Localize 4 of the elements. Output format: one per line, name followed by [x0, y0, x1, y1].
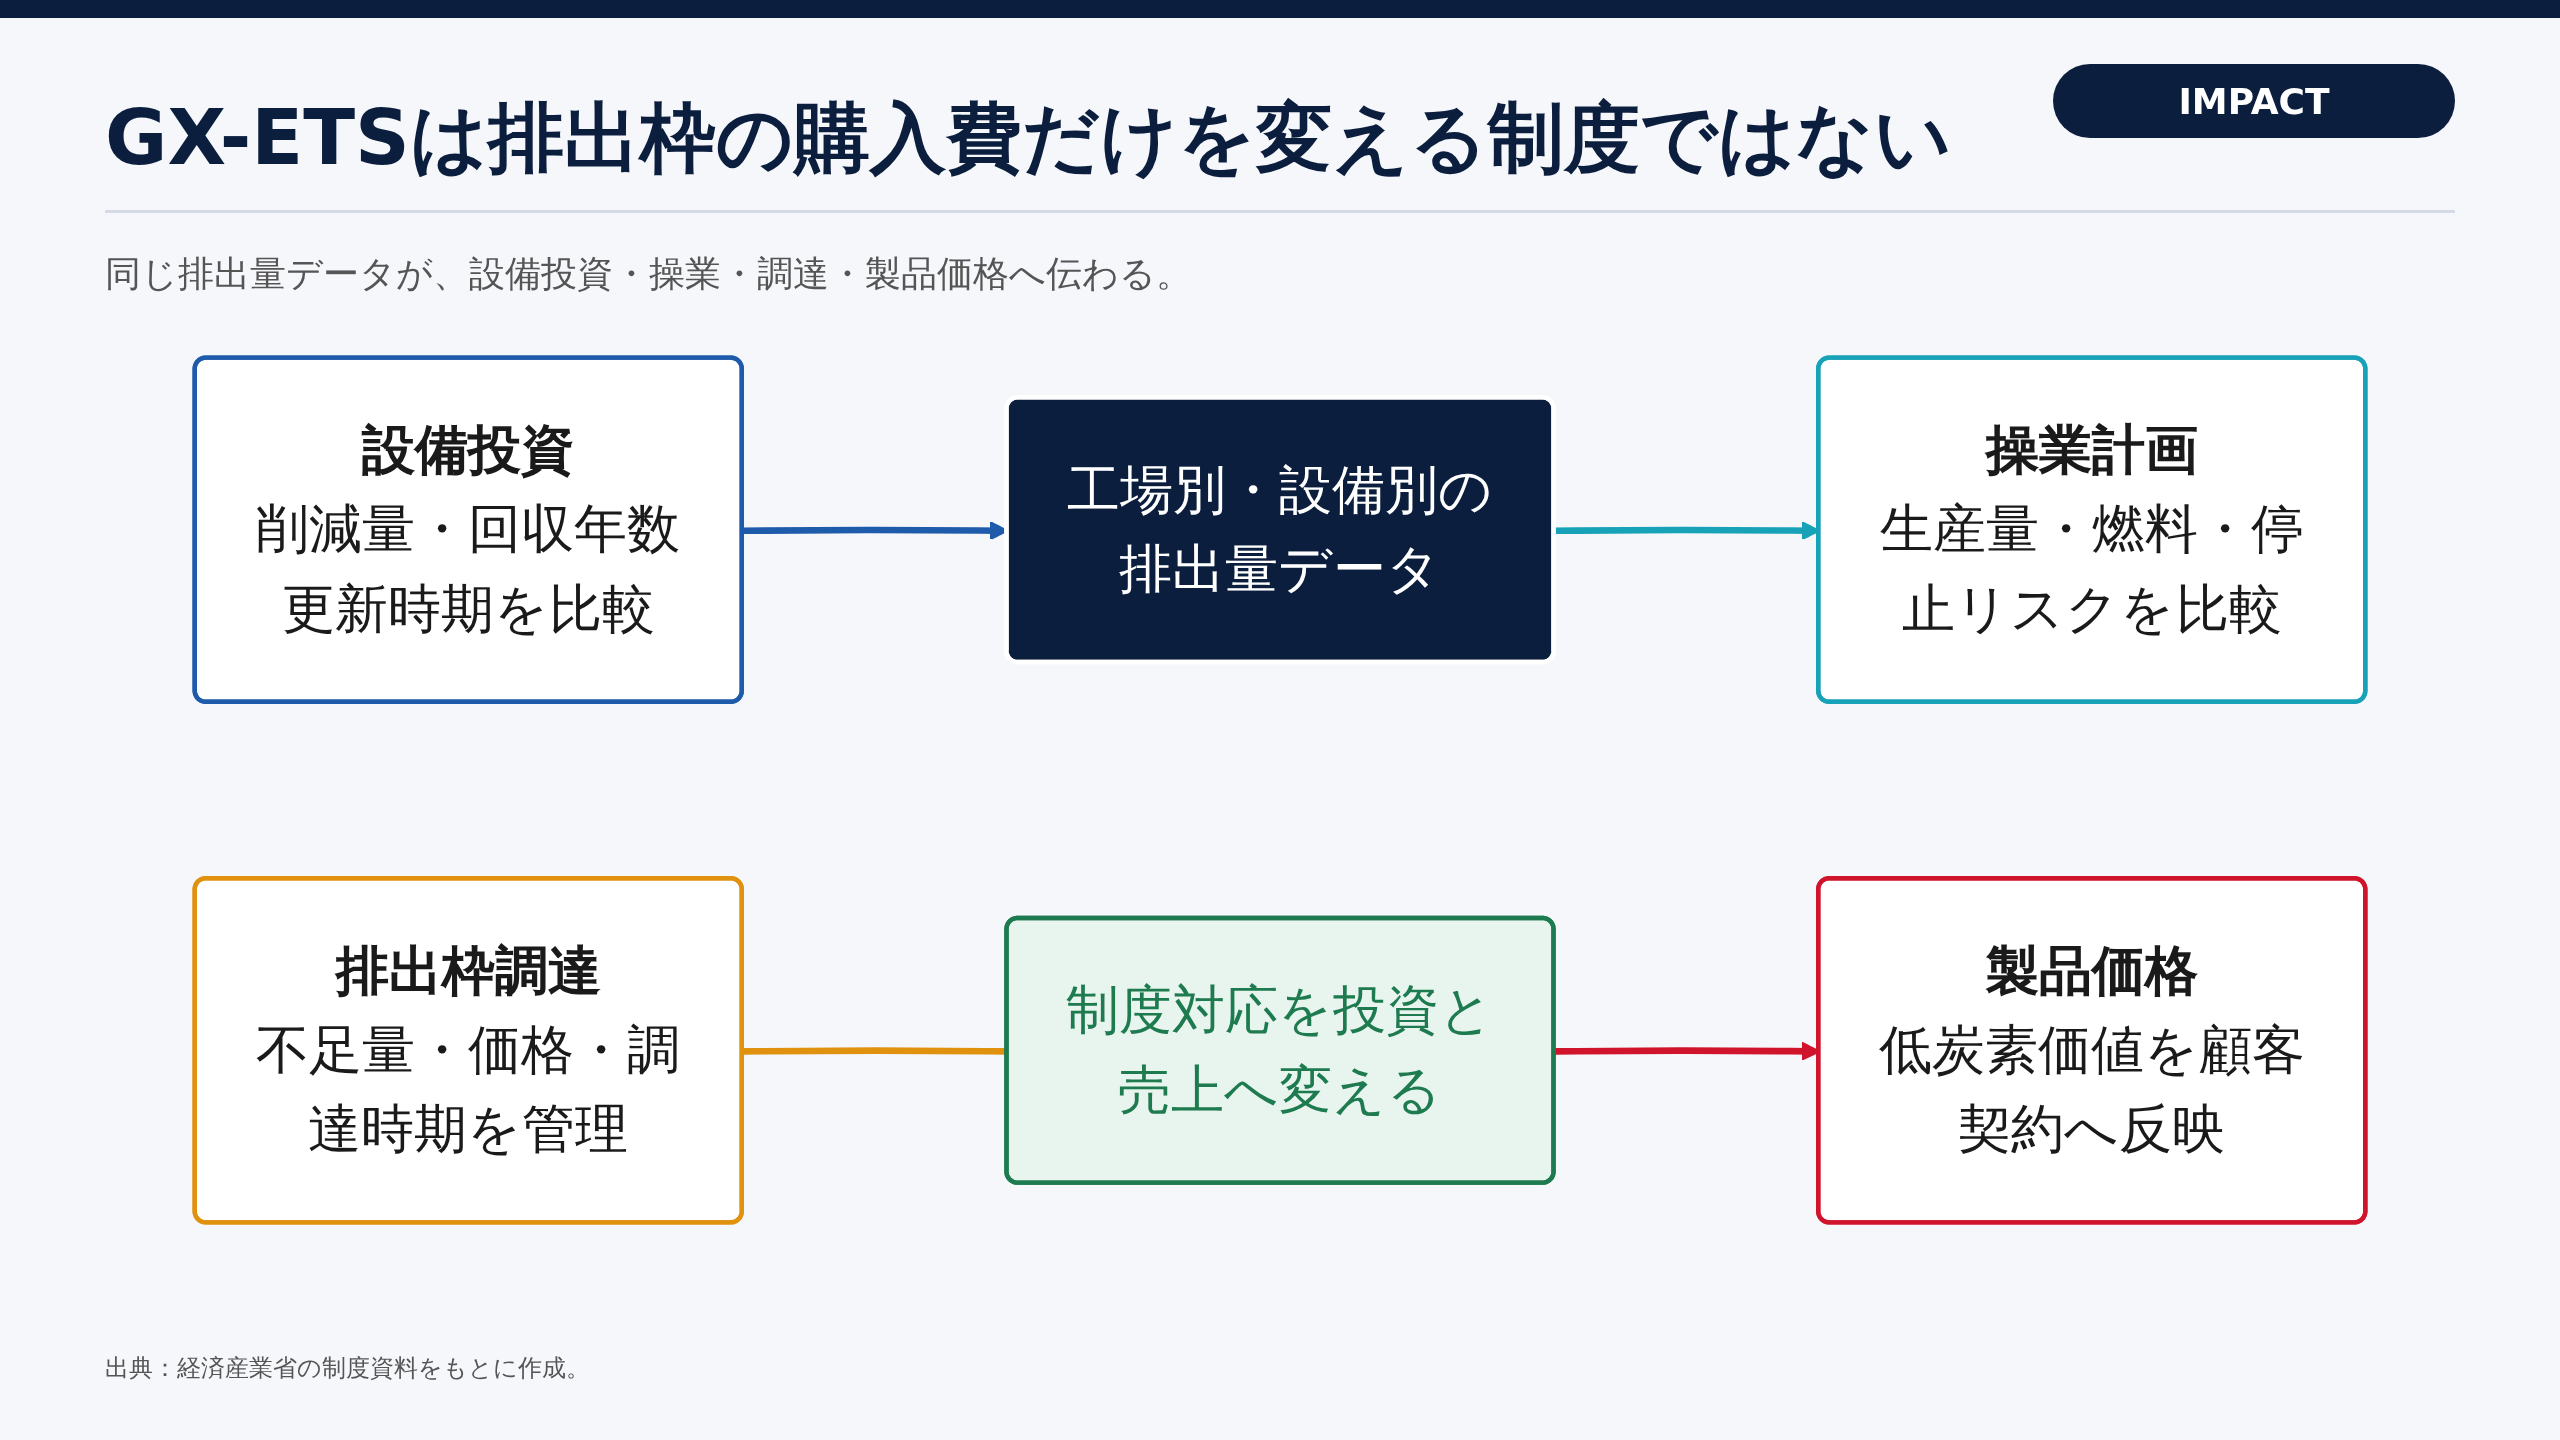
- caption: 出典：経済産業省の制度資料をもとに作成。: [105, 1353, 590, 1384]
- subtitle: 同じ排出量データが、設備投資・操業・調達・製品価格へ伝わる。: [105, 252, 1192, 296]
- title: GX-ETSは排出枠の購入費だけを変える制度ではない: [105, 92, 1952, 184]
- impact-badge: IMPACT: [2053, 64, 2455, 138]
